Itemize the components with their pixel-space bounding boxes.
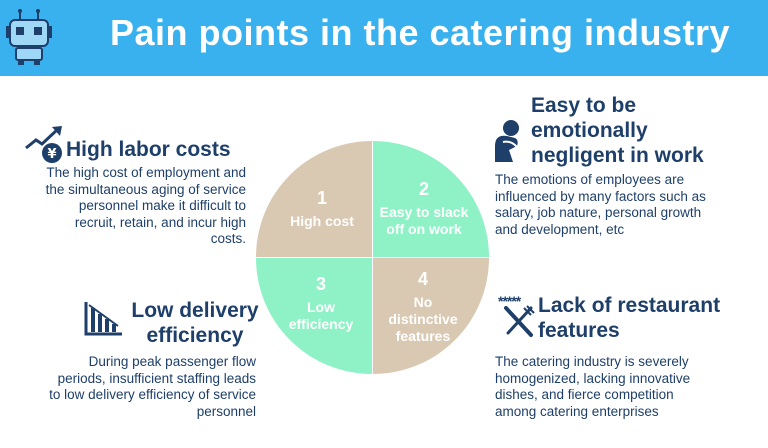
- yen-trend-up-icon: ¥: [25, 126, 62, 163]
- fork-knife-icon: [504, 305, 535, 337]
- quadrant-slack-off: 2 Easy to slack off on work: [373, 141, 489, 257]
- quadrant-label: High cost: [290, 212, 354, 229]
- header-banner: Pain points in the catering industry: [0, 0, 768, 76]
- emotion-title: Easy to be emotionally negligent in work: [531, 94, 704, 167]
- quadrant-number: 3: [315, 274, 326, 294]
- emotion-description: The emotions of employees are influenced…: [495, 172, 706, 237]
- labor-cost-title: High labor costs: [66, 138, 231, 161]
- features-title: Lack of restaurant features: [538, 294, 721, 342]
- quadrant-number: 2: [418, 179, 429, 199]
- quadrant-number: 4: [417, 268, 428, 289]
- sad-person-icon: [495, 120, 520, 162]
- robot-icon: [6, 9, 52, 65]
- quadrant-label: Low efficiency: [288, 299, 354, 332]
- page-title: Pain points in the catering industry: [109, 12, 731, 53]
- delivery-title: Low delivery efficiency: [131, 299, 259, 347]
- rating-stars: *****: [498, 293, 521, 309]
- delivery-description: During peak passenger flow periods, insu…: [49, 354, 256, 419]
- quadrant-high-cost: 1 High cost: [256, 141, 372, 257]
- quadrant-label: No distinctive features: [388, 293, 458, 344]
- features-description: The catering industry is severely homoge…: [495, 354, 691, 419]
- quadrant-number: 1: [316, 187, 327, 208]
- svg-text:¥: ¥: [47, 147, 56, 162]
- declining-bar-chart-icon: [84, 302, 122, 336]
- quadrant-no-features: 4 No distinctive features: [373, 258, 489, 374]
- labor-cost-description: The high cost of employment and the simu…: [45, 165, 246, 246]
- quadrant-label: Easy to slack off on work: [379, 204, 469, 237]
- quadrant-low-efficiency: 3 Low efficiency: [256, 258, 372, 374]
